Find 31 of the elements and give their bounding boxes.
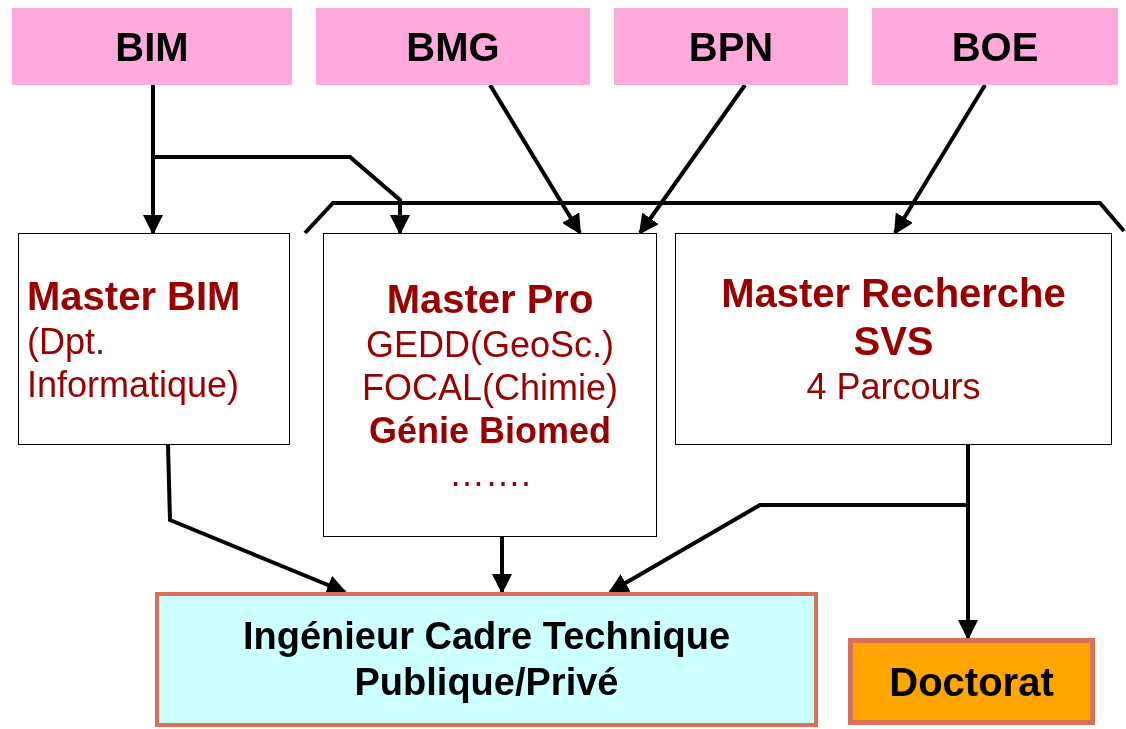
career-box [155,592,818,727]
body-text: BOE [951,23,1039,71]
program-box [872,8,1118,85]
heading-text: Master Recherche SVS [720,270,1067,366]
body-text: Ingénieur Cadre Technique Publique/Privé [241,613,731,705]
master-box [18,233,290,445]
master-box [675,233,1112,445]
program-box [316,8,590,85]
arrow [166,444,347,595]
arrow [492,537,512,594]
master-box [323,233,657,537]
body-text: BMG [406,23,500,71]
body-text: 4 Parcours [806,365,981,409]
arrow [488,83,582,235]
body-text: BPN [688,23,774,71]
program-box [12,8,292,85]
body-text: ……. [449,452,531,496]
program-box [614,8,848,85]
arrow [151,85,410,235]
body-text: (Dpt. Informatique) [27,319,241,407]
heading-text: Master Pro [386,275,594,323]
body-text: GEDD(GeoSc.) [365,322,614,366]
arrow [893,83,987,235]
body-text: Génie Biomed [368,409,612,453]
heading-text: Master BIM [27,272,241,320]
body-text: FOCAL(Chimie) [362,365,618,409]
career-box [848,638,1095,725]
body-text: BIM [115,23,189,71]
body-text: Doctorat [889,658,1054,706]
arrow [638,83,747,235]
arrow [958,445,978,640]
